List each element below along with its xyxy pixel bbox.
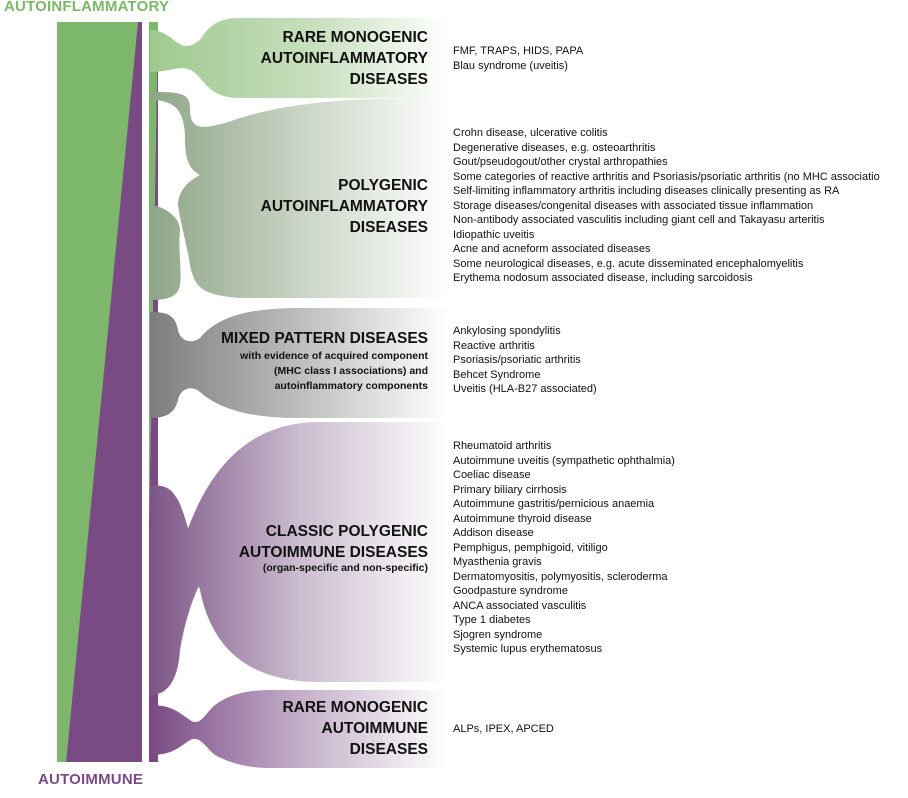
list-item: Non-antibody associated vasculitis inclu… <box>453 214 825 226</box>
list-item: Behcet Syndrome <box>453 368 541 381</box>
list-item: Autoimmune thyroid disease <box>453 512 592 525</box>
list-item: Pemphigus, pemphigoid, vitiligo <box>453 541 608 554</box>
list-item: Acne and acneform associated diseases <box>453 243 651 255</box>
list-item: Primary biliary cirrhosis <box>453 483 567 496</box>
category-title-mixed-pattern: MIXED PATTERN DISEASES <box>221 330 428 347</box>
list-item: Goodpasture syndrome <box>453 585 568 597</box>
list-item: Crohn disease, ulcerative colitis <box>453 127 608 139</box>
list-item: Idiopathic uveitis <box>453 228 535 241</box>
list-item: FMF, TRAPS, HIDS, PAPA <box>453 45 584 57</box>
list-item: Storage diseases/congenital diseases wit… <box>453 199 814 212</box>
list-item: Gout/pseudogout/other crystal arthropath… <box>453 156 668 168</box>
list-item: Reactive arthritis <box>453 339 535 352</box>
items-classic-polygenic-autoimmune: Rheumatoid arthritis Autoimmune uveitis … <box>453 439 675 657</box>
category-subtitle-mixed-pattern: with evidence of acquired component (MHC… <box>240 350 428 392</box>
autoinflammatory-axis-label: AUTOINFLAMMATORY <box>4 0 170 15</box>
list-item: Degenerative diseases, e.g. osteoarthrit… <box>453 141 656 154</box>
list-item: Dermatomyositis, polymyositis, scleroder… <box>453 570 668 583</box>
list-item: Psoriasis/psoriatic arthritis <box>453 354 581 366</box>
list-item: Sjogren syndrome <box>453 628 543 641</box>
list-item: Autoimmune gastritis/pernicious anaemia <box>453 498 655 510</box>
list-item: Self-limiting inflammatory arthritis inc… <box>453 185 840 197</box>
list-item: Some categories of reactive arthritis an… <box>453 170 880 183</box>
category-title-polygenic-autoinflammatory: POLYGENIC AUTOINFLAMMATORY DISEASES <box>260 177 428 236</box>
autoimmune-axis-label: AUTOIMMUNE <box>38 771 144 788</box>
list-item: Systemic lupus erythematosus <box>453 643 603 655</box>
band-mixed-pattern <box>150 308 448 418</box>
list-item: Type 1 diabetes <box>453 614 531 626</box>
list-item: ALPs, IPEX, APCED <box>453 723 554 735</box>
category-title-rare-autoimmune: RARE MONOGENIC AUTOIMMUNE DISEASES <box>282 699 428 758</box>
list-item: Blau syndrome (uveitis) <box>453 59 568 72</box>
list-item: Rheumatoid arthritis <box>453 440 552 452</box>
category-subtitle-classic-polygenic-autoimmune: (organ-specific and non-specific) <box>262 562 428 574</box>
list-item: Myasthenia gravis <box>453 556 542 568</box>
list-item: Coeliac disease <box>453 469 531 481</box>
band-polygenic-autoinflammatory <box>150 92 448 300</box>
list-item: Ankylosing spondylitis <box>453 325 561 337</box>
list-item: Uveitis (HLA-B27 associated) <box>453 383 597 395</box>
list-item: ANCA associated vasculitis <box>453 599 587 612</box>
autoinflammatory-gradient-bar <box>57 22 138 762</box>
items-polygenic-autoinflammatory: Crohn disease, ulcerative colitis Degene… <box>453 126 880 286</box>
autoimmune-gradient-bar <box>66 22 142 762</box>
category-title-rare-autoinflammatory: RARE MONOGENIC AUTOINFLAMMATORY DISEASES <box>260 29 428 88</box>
items-rare-autoimmune: ALPs, IPEX, APCED <box>453 722 554 737</box>
list-item: Erythema nodosum associated disease, inc… <box>453 272 753 284</box>
band-classic-polygenic-autoimmune <box>150 422 448 695</box>
items-mixed-pattern: Ankylosing spondylitis Reactive arthriti… <box>453 324 597 397</box>
items-rare-autoinflammatory: FMF, TRAPS, HIDS, PAPA Blau syndrome (uv… <box>453 44 583 73</box>
band-rare-autoimmune <box>150 690 448 768</box>
list-item: Some neurological diseases, e.g. acute d… <box>453 257 804 270</box>
band-rare-autoinflammatory <box>150 18 448 98</box>
list-item: Addison disease <box>453 527 534 539</box>
category-title-classic-polygenic-autoimmune: CLASSIC POLYGENIC AUTOIMMUNE DISEASES <box>238 523 428 561</box>
list-item: Autoimmune uveitis (sympathetic ophthalm… <box>453 454 675 467</box>
